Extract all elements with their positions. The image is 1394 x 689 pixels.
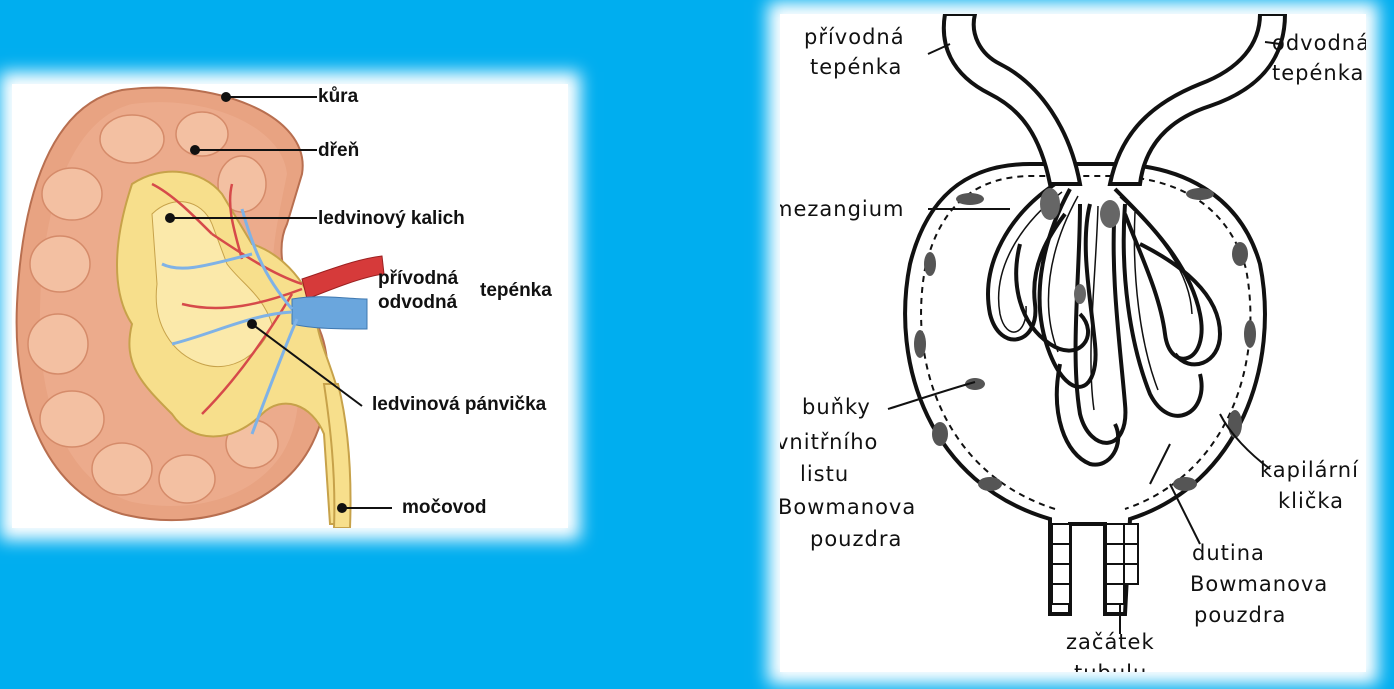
label-efferent: odvodná bbox=[378, 293, 457, 313]
label-cavity-2: Bowmanova bbox=[1190, 571, 1328, 597]
label-cells-2: vnitřního bbox=[780, 429, 878, 455]
label-cavity-1: dutina bbox=[1192, 540, 1265, 566]
renal-artery bbox=[302, 256, 384, 299]
label-medulla: dřeň bbox=[318, 141, 359, 161]
label-cortex: kůra bbox=[318, 87, 358, 107]
label-afferent-1: přívodná bbox=[804, 24, 905, 50]
label-cells-1: buňky bbox=[802, 394, 871, 420]
label-ureter: močovod bbox=[402, 498, 486, 518]
kidney-diagram-panel: kůra dřeň ledvinový kalich přívodná odvo… bbox=[12, 84, 568, 528]
afferent-arteriole bbox=[944, 14, 1080, 184]
efferent-arteriole bbox=[1110, 14, 1285, 184]
label-pelvis: ledvinová pánvička bbox=[372, 395, 546, 415]
label-efferent-1: odvodná bbox=[1272, 30, 1366, 56]
renal-vein bbox=[292, 297, 367, 329]
label-calyx: ledvinový kalich bbox=[318, 209, 465, 229]
label-cells-3: listu bbox=[800, 461, 849, 487]
label-cavity-3: pouzdra bbox=[1194, 602, 1286, 628]
label-cells-4: Bowmanova bbox=[780, 494, 916, 520]
label-tubule-1: začátek bbox=[1066, 629, 1155, 655]
label-afferent: přívodná bbox=[378, 269, 458, 289]
label-arteriole: tepénka bbox=[480, 281, 552, 301]
label-loop-2: klička bbox=[1278, 488, 1344, 514]
kidney-illustration bbox=[12, 84, 568, 528]
label-loop-1: kapilární bbox=[1260, 457, 1359, 483]
label-efferent-2: tepénka bbox=[1272, 60, 1364, 86]
label-cells-5: pouzdra bbox=[810, 526, 902, 552]
label-tubule-2: tubulu bbox=[1074, 660, 1147, 672]
glomerulus-diagram-panel: přívodná tepénka odvodná tepénka mezangi… bbox=[780, 14, 1366, 672]
label-afferent-2: tepénka bbox=[810, 54, 902, 80]
label-mesangium: mezangium bbox=[780, 196, 905, 222]
